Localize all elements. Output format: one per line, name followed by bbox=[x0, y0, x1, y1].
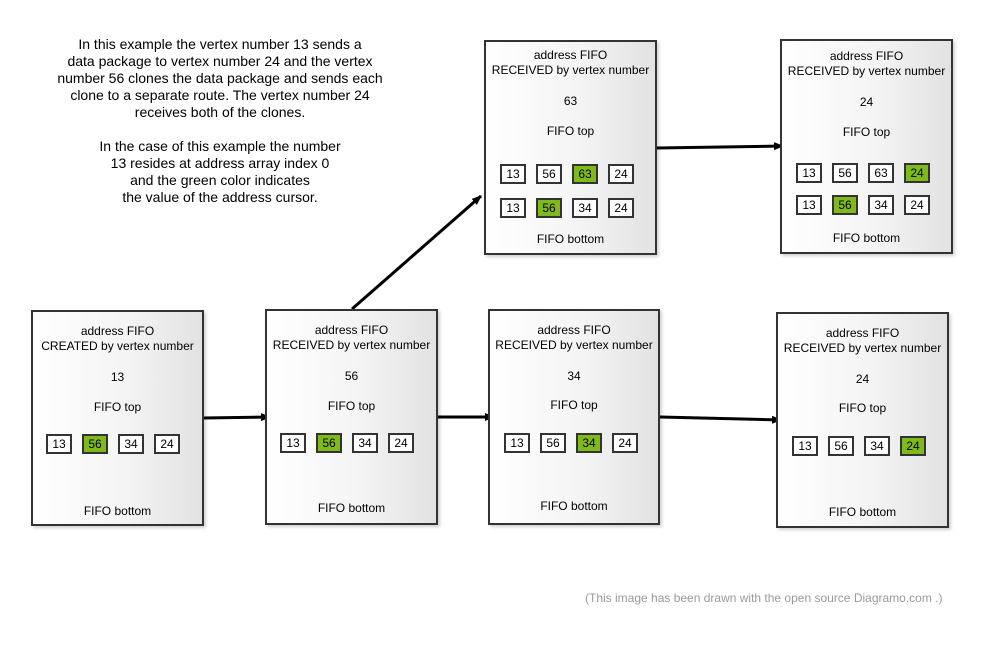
edge-63-to-24 bbox=[656, 142, 784, 151]
address-cell: 13 bbox=[504, 433, 530, 453]
fifo-node-24-top: address FIFO RECEIVED by vertex number 2… bbox=[780, 39, 953, 254]
address-cell: 34 bbox=[864, 436, 890, 456]
node-header: address FIFO RECEIVED by vertex number bbox=[272, 323, 431, 352]
description-paragraph-2: In the case of this example the number 1… bbox=[99, 138, 341, 205]
address-cell-cursor: 56 bbox=[536, 198, 562, 218]
edge-34-to-24 bbox=[659, 415, 782, 424]
address-cell: 63 bbox=[868, 163, 894, 183]
fifo-top-label: FIFO top bbox=[838, 401, 887, 415]
address-cell: 56 bbox=[540, 433, 566, 453]
description-text: In this example the vertex number 13 sen… bbox=[30, 36, 410, 223]
fifo-top-label: FIFO top bbox=[842, 125, 891, 139]
node-vertex-number: 24 bbox=[855, 372, 870, 386]
address-cell: 56 bbox=[536, 164, 562, 184]
node-vertex-number: 24 bbox=[859, 95, 874, 109]
node-vertex-number: 13 bbox=[110, 370, 125, 384]
address-cell: 34 bbox=[352, 433, 378, 453]
node-vertex-number: 63 bbox=[563, 94, 578, 108]
node-header: address FIFO CREATED by vertex number bbox=[41, 324, 194, 353]
address-cell: 13 bbox=[46, 434, 72, 454]
node-header: address FIFO RECEIVED by vertex number bbox=[495, 323, 653, 352]
address-cell: 24 bbox=[904, 195, 930, 215]
footer-credit: (This image has been drawn with the open… bbox=[585, 591, 943, 605]
address-cell-cursor: 56 bbox=[82, 434, 108, 454]
address-cell: 13 bbox=[796, 163, 822, 183]
edge-13-to-56 bbox=[202, 413, 271, 422]
address-cell-cursor: 24 bbox=[904, 163, 930, 183]
address-cell: 13 bbox=[796, 195, 822, 215]
fifo-node-63: address FIFO RECEIVED by vertex number 6… bbox=[484, 40, 657, 255]
node-header: address FIFO RECEIVED by vertex number bbox=[783, 326, 942, 355]
address-cell: 56 bbox=[832, 163, 858, 183]
address-cell: 13 bbox=[280, 433, 306, 453]
fifo-node-56: address FIFO RECEIVED by vertex number 5… bbox=[265, 309, 438, 525]
node-header: address FIFO RECEIVED by vertex number bbox=[787, 49, 946, 78]
fifo-top-label: FIFO top bbox=[327, 399, 376, 413]
address-cell: 34 bbox=[868, 195, 894, 215]
fifo-bottom-label: FIFO bottom bbox=[828, 505, 897, 519]
address-cell: 24 bbox=[608, 164, 634, 184]
fifo-node-13: address FIFO CREATED by vertex number 13… bbox=[31, 310, 204, 526]
address-cell: 24 bbox=[388, 433, 414, 453]
address-cell-cursor: 24 bbox=[900, 436, 926, 456]
node-vertex-number: 56 bbox=[344, 369, 359, 383]
fifo-node-34: address FIFO RECEIVED by vertex number 3… bbox=[488, 309, 660, 525]
address-cell: 13 bbox=[500, 164, 526, 184]
description-paragraph-1: In this example the vertex number 13 sen… bbox=[57, 36, 383, 120]
node-vertex-number: 34 bbox=[567, 369, 581, 383]
fifo-top-label: FIFO top bbox=[546, 124, 595, 138]
fifo-top-label: FIFO top bbox=[550, 398, 598, 412]
fifo-bottom-label: FIFO bottom bbox=[83, 504, 152, 518]
address-cell-cursor: 63 bbox=[572, 164, 598, 184]
address-cell: 24 bbox=[608, 198, 634, 218]
address-cell: 24 bbox=[612, 433, 638, 453]
address-cell: 34 bbox=[118, 434, 144, 454]
address-cell: 56 bbox=[828, 436, 854, 456]
fifo-bottom-label: FIFO bottom bbox=[317, 501, 386, 515]
fifo-bottom-label: FIFO bottom bbox=[832, 231, 901, 245]
address-cell: 13 bbox=[792, 436, 818, 456]
fifo-top-label: FIFO top bbox=[93, 400, 142, 414]
address-cell-cursor: 34 bbox=[576, 433, 602, 453]
node-header: address FIFO RECEIVED by vertex number bbox=[491, 48, 650, 77]
address-cell: 34 bbox=[572, 198, 598, 218]
address-cell-cursor: 56 bbox=[832, 195, 858, 215]
fifo-node-24-bottom: address FIFO RECEIVED by vertex number 2… bbox=[776, 312, 949, 528]
fifo-bottom-label: FIFO bottom bbox=[536, 232, 605, 246]
address-cell: 24 bbox=[154, 434, 180, 454]
address-cell-cursor: 56 bbox=[316, 433, 342, 453]
edge-56-to-63 bbox=[351, 194, 482, 311]
address-cell: 13 bbox=[500, 198, 526, 218]
fifo-bottom-label: FIFO bottom bbox=[540, 499, 608, 513]
